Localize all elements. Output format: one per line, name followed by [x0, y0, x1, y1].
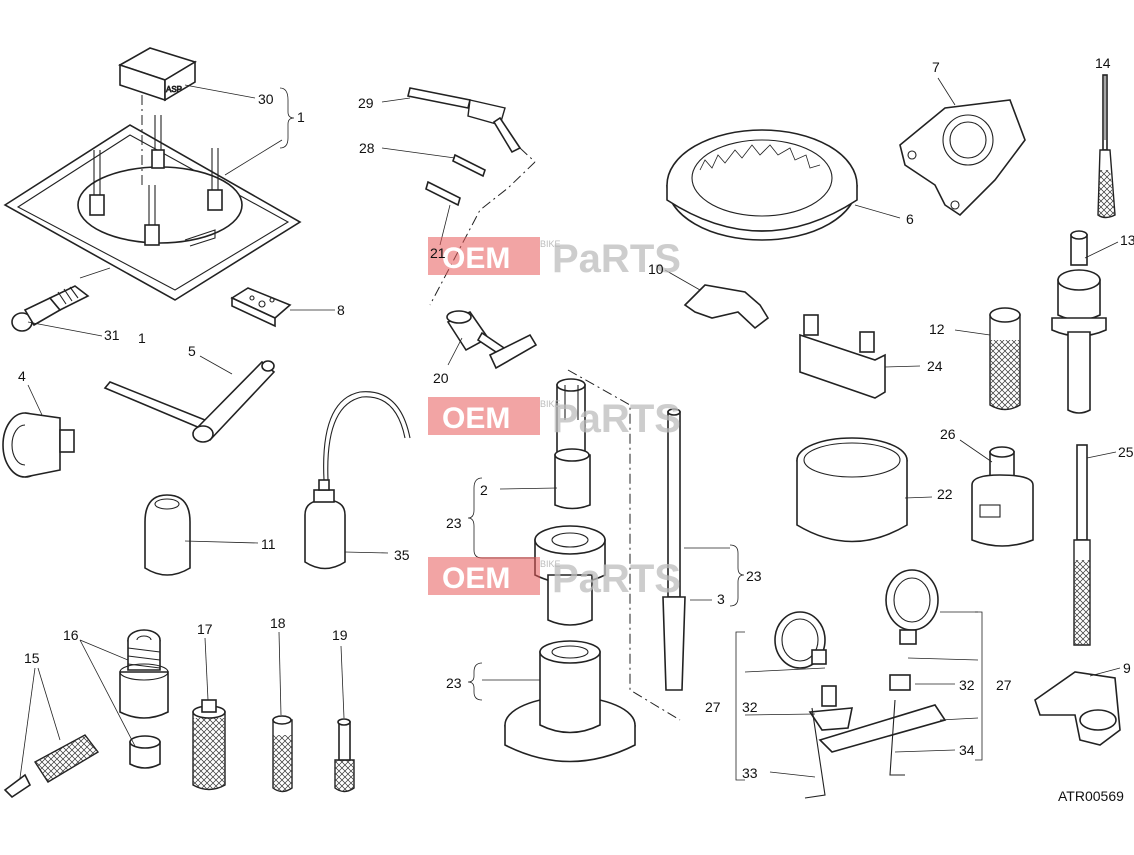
callout: 23 — [446, 515, 462, 531]
diagram-code: ATR00569 — [1058, 788, 1124, 804]
svg-text:OEM: OEM — [442, 562, 510, 595]
part-5-t-wrench — [103, 360, 276, 443]
svg-text:OEM: OEM — [442, 242, 510, 275]
callout: 2 — [480, 482, 488, 498]
part-28-screw — [452, 153, 486, 178]
callout: 1 — [138, 330, 146, 346]
callout: 19 — [332, 627, 348, 643]
callout: 10 — [648, 261, 664, 277]
callout: 13 — [1120, 232, 1134, 248]
svg-text:BIKE: BIKE — [540, 559, 561, 569]
callout: 28 — [359, 140, 375, 156]
callout: 31 — [104, 327, 120, 343]
part-12-knurled-sleeve — [989, 307, 1021, 411]
callout: 20 — [433, 370, 449, 386]
part-2-sleeve — [554, 378, 591, 510]
callout: 12 — [929, 321, 945, 337]
callout: 11 — [261, 536, 276, 552]
callout: 4 — [18, 368, 26, 384]
callout: 32 — [742, 699, 758, 715]
callout: 6 — [906, 211, 914, 227]
part-9-bracket — [1034, 671, 1121, 746]
part-23-base — [504, 640, 636, 763]
callout: 29 — [358, 95, 374, 111]
callout-labels: 1 1 2 3 4 5 6 7 8 9 10 11 12 13 14 15 16… — [18, 55, 1134, 781]
callout: 26 — [940, 426, 956, 442]
svg-text:PaRTS: PaRTS — [552, 237, 681, 281]
part-24-clamp — [799, 314, 886, 399]
svg-text:BIKE: BIKE — [540, 239, 561, 249]
callout: 30 — [258, 91, 274, 107]
callout: 23 — [746, 568, 762, 584]
part-22-ring — [796, 437, 908, 543]
callout: 3 — [717, 591, 725, 607]
part-14-pin — [1097, 74, 1116, 219]
callout: 25 — [1118, 444, 1134, 460]
part-20-handle — [446, 310, 538, 370]
part-26-block — [971, 446, 1034, 547]
callout: 22 — [937, 486, 953, 502]
part-31-plug — [11, 285, 90, 332]
part-13-puller — [1051, 230, 1107, 414]
watermark-oem-parts: OEM BIKE PaRTS OEM BIKE PaRTS OEM BIKE P… — [428, 237, 681, 601]
part-4-bushing — [2, 412, 75, 478]
part-10-shim — [683, 284, 770, 330]
svg-text:PaRTS: PaRTS — [552, 557, 681, 601]
part-17-knurled-cylinder — [192, 699, 226, 791]
callout: 35 — [394, 547, 410, 563]
callout: 27 — [996, 677, 1012, 693]
callout: 15 — [24, 650, 40, 666]
callout: 21 — [430, 245, 446, 261]
part-16-threaded-sleeve — [119, 629, 169, 769]
callout: 27 — [705, 699, 721, 715]
leader-lines — [19, 75, 1121, 781]
part-7-plate — [899, 99, 1026, 217]
part-21-screw — [425, 180, 461, 207]
part-3-rod — [662, 408, 686, 691]
callout: 5 — [188, 343, 196, 359]
part-29-driver — [407, 87, 522, 154]
part-25-long-pin — [1073, 444, 1091, 646]
part-base-plate — [3, 95, 302, 301]
part-18-knurled-rod — [272, 715, 293, 793]
svg-text:BIKE: BIKE — [540, 399, 561, 409]
part-8-bracket — [230, 287, 292, 328]
part-27-dial-gauge-left — [774, 611, 853, 731]
callout: 14 — [1095, 55, 1111, 71]
part-35-bottle — [304, 391, 411, 570]
part-27-dial-gauge-right — [885, 569, 939, 691]
callout: 18 — [270, 615, 286, 631]
part-6-ring — [666, 129, 858, 241]
callout: 33 — [742, 765, 758, 781]
part-11-cap — [144, 494, 191, 576]
part-19-pin — [334, 718, 355, 793]
callout: 32 — [959, 677, 975, 693]
svg-text:OEM: OEM — [442, 402, 510, 435]
callout: 9 — [1123, 660, 1131, 676]
callout: 17 — [197, 621, 213, 637]
part-15-pin — [3, 734, 100, 799]
part-asp-block: ASP — [118, 47, 197, 102]
callout: 24 — [927, 358, 943, 374]
part-23-adapter — [534, 525, 606, 626]
callout: 1 — [297, 109, 305, 125]
callout: 7 — [932, 59, 940, 75]
callout: 34 — [959, 742, 975, 758]
callout: 8 — [337, 302, 345, 318]
svg-text:ASP: ASP — [166, 85, 182, 94]
callout: 23 — [446, 675, 462, 691]
svg-text:PaRTS: PaRTS — [552, 397, 681, 441]
callout: 16 — [63, 627, 79, 643]
